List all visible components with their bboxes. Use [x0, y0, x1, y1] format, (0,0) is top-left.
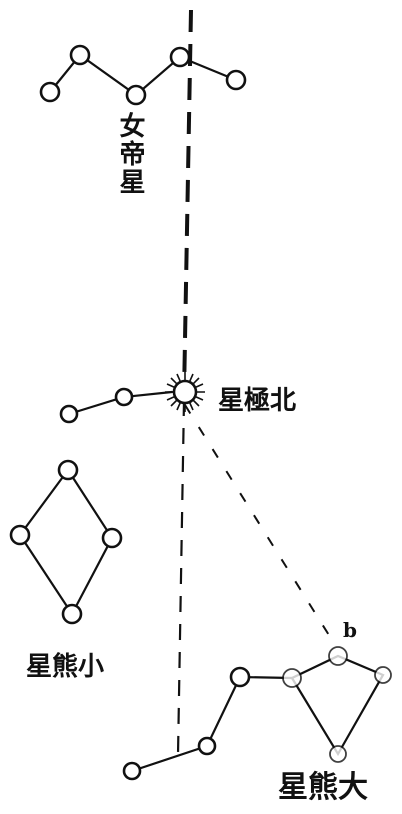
star-node	[283, 669, 301, 687]
star-node	[103, 529, 121, 547]
constellation-ursa-minor	[11, 461, 121, 623]
star-node	[71, 46, 89, 64]
star-node	[227, 71, 245, 89]
star-node	[63, 605, 81, 623]
label-ursa-minor: 星熊小	[26, 646, 104, 683]
star-node	[124, 763, 140, 779]
star-node	[375, 667, 391, 683]
star-node	[61, 406, 77, 422]
star-node	[116, 389, 132, 405]
label-polaris: 星極北	[218, 380, 296, 417]
constellation-vega	[41, 46, 245, 104]
meridian-line-lower	[178, 400, 184, 755]
star-node	[231, 668, 249, 686]
star-node	[11, 526, 29, 544]
star-node	[330, 746, 346, 762]
label-vega: 女帝星	[112, 112, 149, 196]
polaris-star	[165, 372, 205, 412]
meridian-line-upper	[184, 10, 191, 395]
constellation-ursa-major	[124, 647, 391, 779]
star-node	[59, 461, 77, 479]
star-node	[171, 48, 189, 66]
star-node	[329, 647, 347, 665]
star-node	[199, 738, 215, 754]
star-node	[41, 83, 59, 101]
label-ursa-major: 星熊大	[278, 762, 368, 806]
pointer-line	[185, 405, 332, 640]
label-star-b: b	[343, 618, 357, 642]
star-node	[127, 86, 145, 104]
